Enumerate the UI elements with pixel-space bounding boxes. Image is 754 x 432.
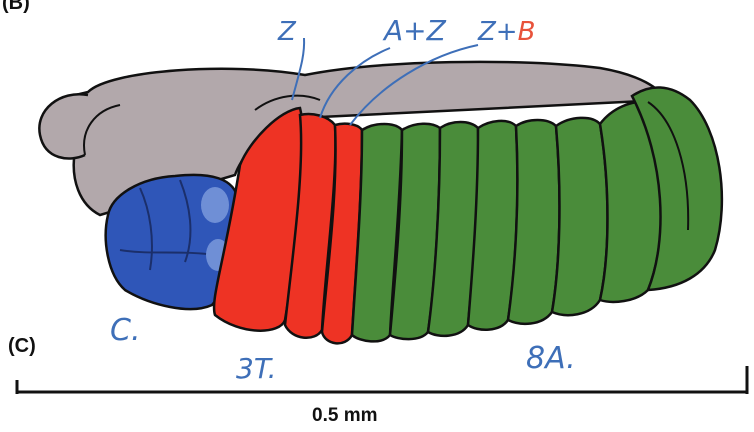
annotation-b: B (518, 17, 536, 47)
annotation-z: Z (277, 17, 297, 47)
scale-bar (16, 366, 748, 394)
abdominal-segment-6 (552, 118, 608, 315)
panel-label-c: (C) (8, 335, 36, 357)
scale-bar-label: 0.5 mm (312, 405, 377, 426)
annotation-z-plus: Z+ (477, 17, 518, 47)
abdominal-segments (352, 87, 722, 341)
head-lobe (39, 94, 88, 158)
annotation-thorax-label: 3T. (236, 352, 277, 385)
annotation-z-plus-b: Z+B (477, 17, 535, 47)
annotation-head-label: C. (110, 313, 140, 348)
annotation-abdomen-label: 8A. (526, 341, 576, 376)
annotation-a-plus-z: A+Z (382, 14, 447, 47)
panel-label-b: (B) (2, 0, 30, 14)
